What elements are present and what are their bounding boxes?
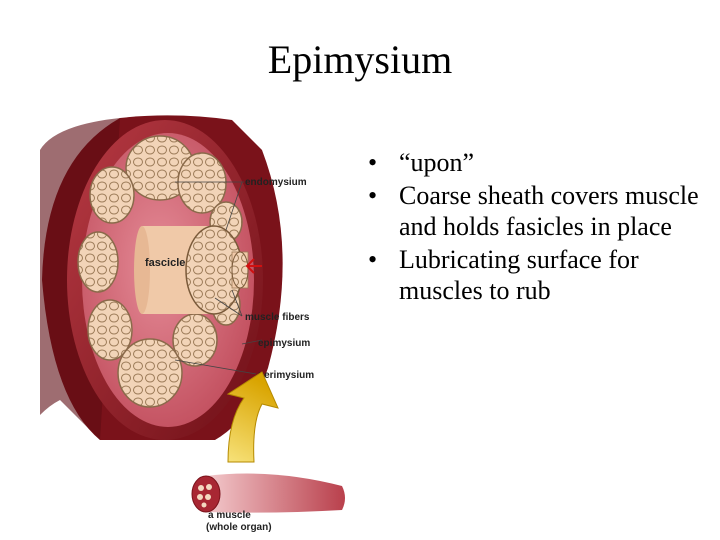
extruded-fascicle: fascicle <box>134 225 249 315</box>
curved-arrow-icon <box>226 371 279 463</box>
slide-title: Epimysium <box>267 37 453 82</box>
bullet-marker: • <box>368 181 378 210</box>
whole-muscle-illustration: a muscle (whole organ) <box>191 473 345 533</box>
bullet-text: “upon” <box>399 148 475 177</box>
bullet-text: Lubricating surface for muscles to rub <box>399 245 639 305</box>
label-muscle-fibers: muscle fibers <box>245 312 310 323</box>
label-perimysium: perimysium <box>258 370 314 381</box>
label-a-muscle: a muscle <box>208 510 251 521</box>
label-fascicle: fascicle <box>145 257 185 269</box>
bullet-item: • Coarse sheath covers muscle and holds … <box>368 180 713 242</box>
bullet-marker: • <box>368 245 378 274</box>
fascicles <box>77 135 243 408</box>
leader-lines <box>174 181 263 375</box>
label-epimysium: epimysium <box>258 338 310 349</box>
pointer-arrow-icon <box>245 258 262 274</box>
bullet-text: Coarse sheath covers muscle and holds fa… <box>399 181 699 241</box>
bullet-item: • Lubricating surface for muscles to rub <box>368 244 713 306</box>
bullet-item: • “upon” <box>368 147 713 178</box>
bullet-marker: • <box>368 148 378 177</box>
bullet-list: • “upon” • Coarse sheath covers muscle a… <box>368 147 713 308</box>
muscle-cross-section-diagram: fascicle endomysium muscle fibers epimys… <box>40 115 345 533</box>
label-endomysium: endomysium <box>245 177 307 188</box>
label-whole-organ: (whole organ) <box>206 522 272 533</box>
